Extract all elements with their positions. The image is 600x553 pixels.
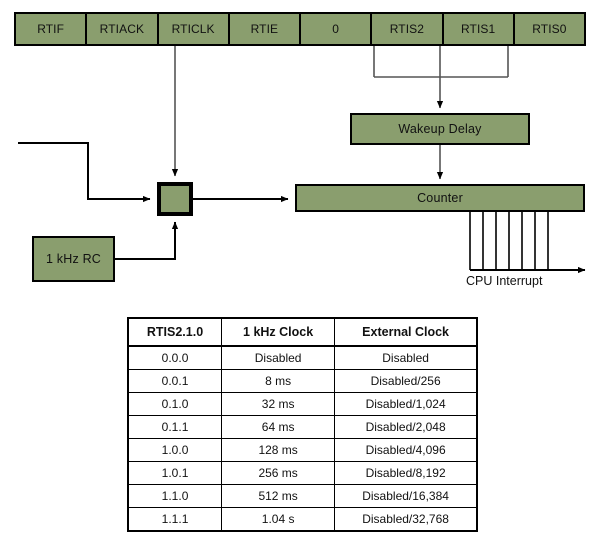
register-bit-rtiack: RTIACK bbox=[87, 14, 159, 44]
rc-oscillator-block: 1 kHz RC bbox=[32, 236, 115, 282]
table-header-row: RTIS2.1.0 1 kHz Clock External Clock bbox=[127, 317, 478, 347]
cell-code: 0.1.0 bbox=[127, 392, 223, 416]
cell-ext: Disabled/1,024 bbox=[334, 392, 478, 416]
wire-rtis-bus bbox=[373, 46, 509, 109]
register-bit-rtis2: RTIS2 bbox=[372, 14, 444, 44]
table-row: 1.1.1 1.04 s Disabled/32,768 bbox=[127, 507, 478, 532]
cell-khz: 8 ms bbox=[221, 369, 336, 393]
rtictl-register: RTIF RTIACK RTICLK RTIE 0 RTIS2 RTIS1 RT… bbox=[14, 12, 586, 46]
cell-khz: 512 ms bbox=[221, 484, 336, 508]
register-bit-zero: 0 bbox=[301, 14, 373, 44]
cell-ext: Disabled/32,768 bbox=[334, 507, 478, 532]
cell-khz: Disabled bbox=[221, 345, 336, 370]
register-bit-rtis1: RTIS1 bbox=[444, 14, 515, 44]
cell-code: 0.0.1 bbox=[127, 369, 223, 393]
cell-code: 1.0.1 bbox=[127, 461, 223, 485]
cell-ext: Disabled/4,096 bbox=[334, 438, 478, 462]
cell-code: 0.0.0 bbox=[127, 345, 223, 370]
table-header-khz-clock: 1 kHz Clock bbox=[221, 317, 336, 347]
wire-counter-taps bbox=[469, 212, 586, 274]
register-bit-rticlk: RTICLK bbox=[159, 14, 230, 44]
table-row: 1.1.0 512 ms Disabled/16,384 bbox=[127, 484, 478, 508]
cell-khz: 64 ms bbox=[221, 415, 336, 439]
counter-block: Counter bbox=[295, 184, 585, 212]
table-row: 0.0.0 Disabled Disabled bbox=[127, 345, 478, 370]
cell-code: 0.1.1 bbox=[127, 415, 223, 439]
clock-mux-block bbox=[157, 182, 193, 216]
table-row: 1.0.0 128 ms Disabled/4,096 bbox=[127, 438, 478, 462]
wire-rc-to-mux bbox=[115, 221, 179, 260]
register-bit-rtis0: RTIS0 bbox=[532, 22, 567, 36]
cell-khz: 256 ms bbox=[221, 461, 336, 485]
table-row: 0.1.1 64 ms Disabled/2,048 bbox=[127, 415, 478, 439]
cell-khz: 128 ms bbox=[221, 438, 336, 462]
table-header-rtis: RTIS2.1.0 bbox=[127, 317, 223, 347]
cell-ext: Disabled/16,384 bbox=[334, 484, 478, 508]
cell-khz: 32 ms bbox=[221, 392, 336, 416]
cell-code: 1.1.0 bbox=[127, 484, 223, 508]
table-row: 1.0.1 256 ms Disabled/8,192 bbox=[127, 461, 478, 485]
cell-code: 1.0.0 bbox=[127, 438, 223, 462]
table-header-external-clock: External Clock bbox=[334, 317, 478, 347]
cpu-interrupt-label: CPU Interrupt bbox=[466, 274, 543, 288]
wakeup-delay-block: Wakeup Delay bbox=[350, 113, 530, 145]
wire-external-clock-to-mux bbox=[18, 142, 151, 203]
register-bit-rtie: RTIE bbox=[230, 14, 301, 44]
cell-code: 1.1.1 bbox=[127, 507, 223, 532]
register-bit-rtif: RTIF bbox=[16, 14, 88, 44]
rtis-timing-table: RTIS2.1.0 1 kHz Clock External Clock 0.0… bbox=[127, 317, 478, 532]
cell-khz: 1.04 s bbox=[221, 507, 336, 532]
cell-ext: Disabled bbox=[334, 345, 478, 370]
cell-ext: Disabled/2,048 bbox=[334, 415, 478, 439]
table-row: 0.0.1 8 ms Disabled/256 bbox=[127, 369, 478, 393]
cell-ext: Disabled/256 bbox=[334, 369, 478, 393]
cell-ext: Disabled/8,192 bbox=[334, 461, 478, 485]
table-row: 0.1.0 32 ms Disabled/1,024 bbox=[127, 392, 478, 416]
